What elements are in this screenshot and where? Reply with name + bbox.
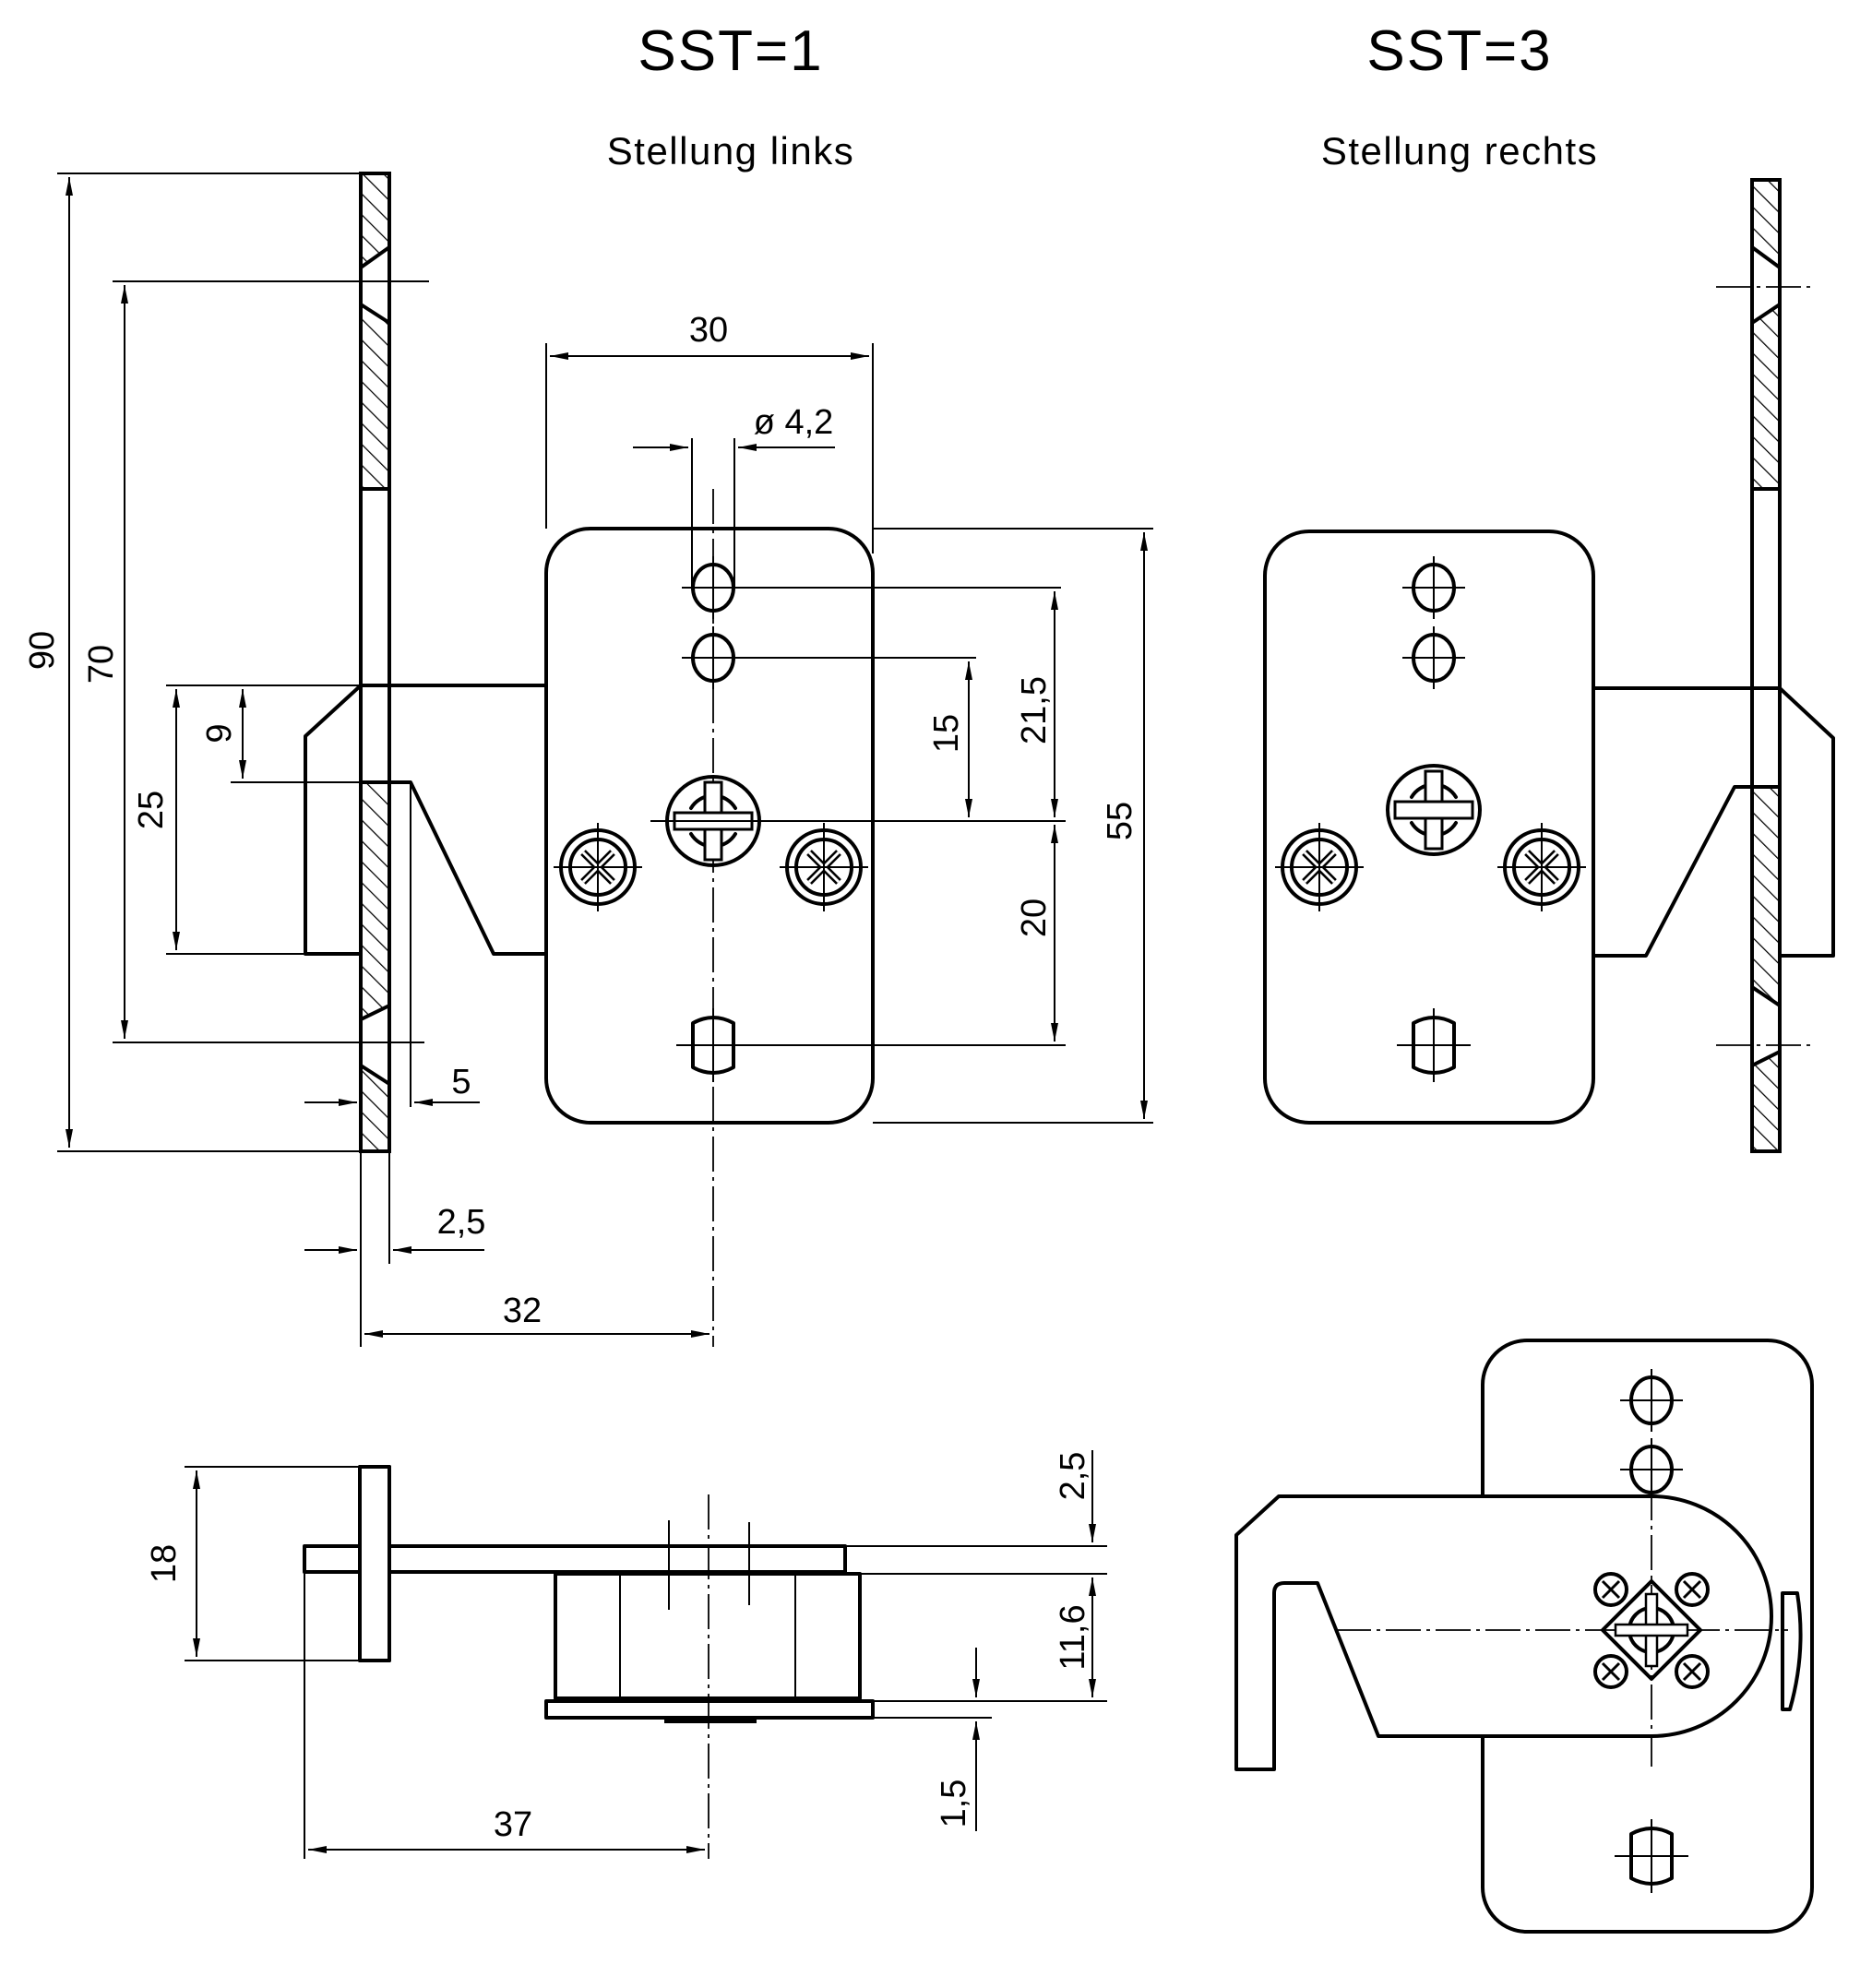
left-view (304, 172, 875, 1347)
dim-base-thickness: 1,5 (935, 1780, 973, 1828)
left-dimensions: 90 70 25 9 30 ø 4,2 15 (23, 173, 1153, 1347)
right-view-title: SST=3 (1366, 19, 1552, 83)
right-view-subtitle: Stellung rechts (1321, 129, 1598, 173)
side-latch-bar (303, 1544, 847, 1574)
right-latch-hook (1592, 686, 1835, 958)
left-wall-plate (359, 172, 391, 1153)
dim-30: 30 (689, 311, 728, 350)
side-view (303, 1465, 875, 1859)
rotated-screw-tl-icon (1593, 1572, 1628, 1607)
right-center-screw-icon (1386, 764, 1482, 856)
side-base (544, 1699, 875, 1720)
rotated-screw-br-icon (1675, 1654, 1710, 1689)
dim-top-thickness: 2,5 (1054, 1452, 1092, 1501)
dim-21-5: 21,5 (1015, 676, 1054, 744)
side-dimensions: 18 37 2,5 11,6 1,5 (145, 1450, 1107, 1859)
rotated-screw-tr-icon (1675, 1572, 1710, 1607)
dim-25: 25 (132, 791, 171, 829)
dim-5: 5 (451, 1063, 471, 1101)
dim-wall-thickness: 2,5 (437, 1203, 486, 1242)
dim-18: 18 (145, 1544, 184, 1583)
left-view-subtitle: Stellung links (607, 129, 854, 173)
dim-37: 37 (494, 1805, 532, 1844)
left-latch-hook (304, 684, 548, 956)
dim-9: 9 (200, 723, 239, 743)
left-view-title: SST=1 (638, 19, 823, 83)
dim-32: 32 (503, 1292, 542, 1330)
side-body (554, 1572, 862, 1700)
rotated-view (1234, 1339, 1814, 1934)
dim-15: 15 (927, 714, 966, 753)
right-view (1263, 178, 1835, 1153)
rotated-latch-hook (1234, 1494, 1773, 1771)
dim-90: 90 (23, 631, 62, 670)
dim-70: 70 (82, 645, 121, 684)
dim-20: 20 (1015, 899, 1054, 937)
rotated-screw-bl-icon (1593, 1654, 1628, 1689)
right-wall-plate (1716, 178, 1816, 1153)
dim-hole-diameter: ø 4,2 (754, 403, 834, 442)
dim-body-height: 11,6 (1054, 1604, 1092, 1670)
dim-55: 55 (1101, 802, 1139, 840)
